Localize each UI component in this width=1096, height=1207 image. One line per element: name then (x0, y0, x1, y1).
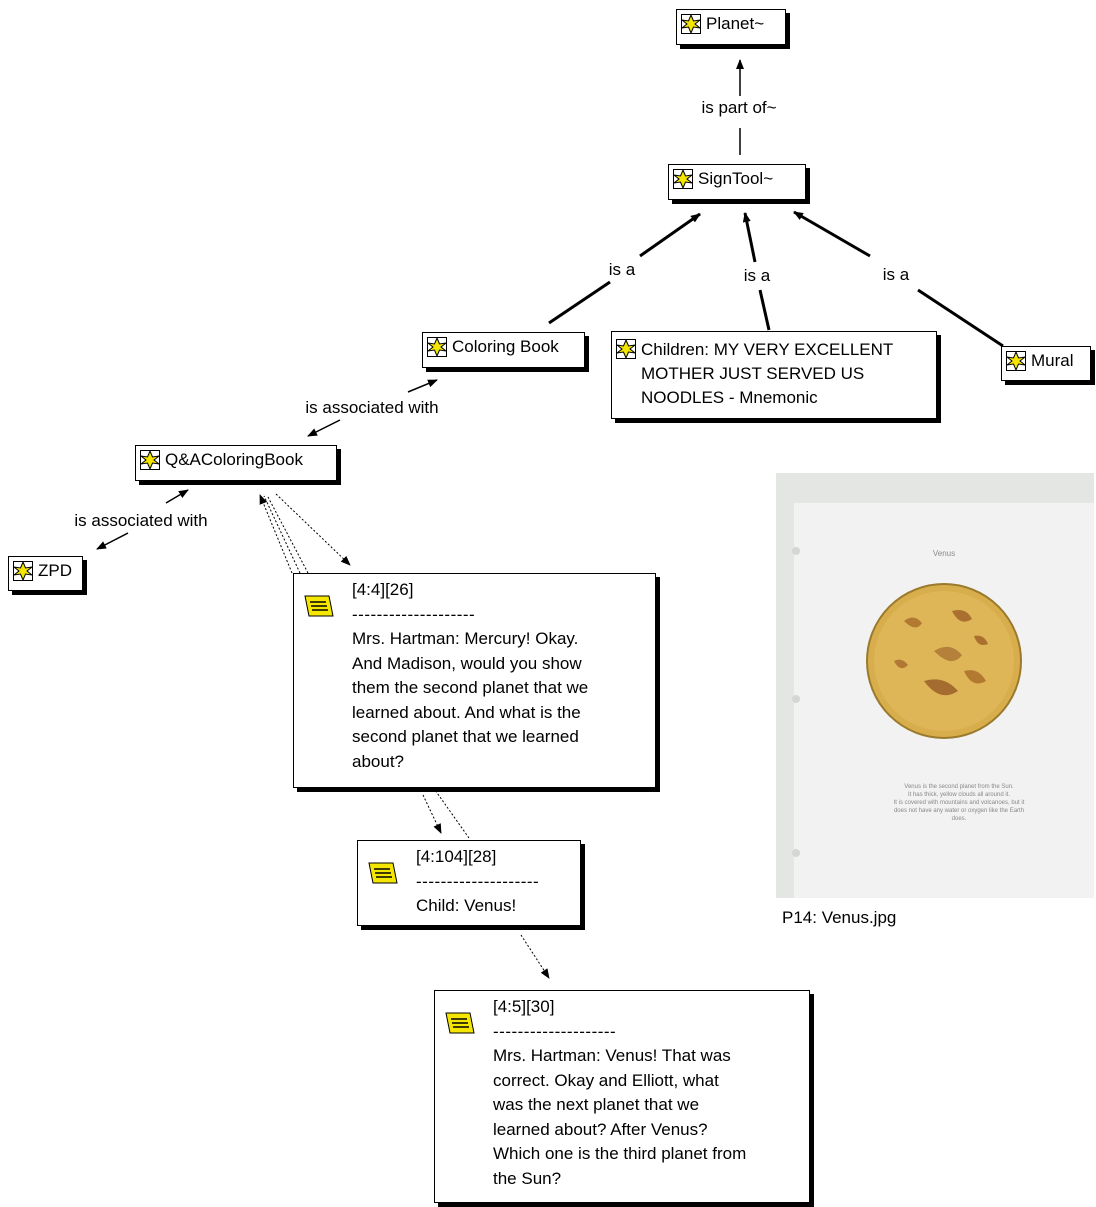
quotation-line: And Madison, would you show (352, 653, 582, 673)
link-qa-zpd-head (165, 489, 189, 504)
punch-hole (792, 695, 800, 703)
link-coloringbook-signtool (548, 280, 611, 325)
quotation-line: learned about? After Venus? (493, 1119, 708, 1139)
quotation-line: correct. Okay and Elliott, what (493, 1070, 719, 1090)
link-mural-signtool-head (793, 210, 871, 258)
quotation-line: Which one is the third planet from (493, 1144, 747, 1163)
memo-note-icon (368, 862, 398, 884)
code-node-signtool[interactable]: SignTool~ (668, 164, 806, 200)
quotation-id: [4:4][26] (352, 580, 414, 599)
relation-label-is-associated-with: is associated with (72, 511, 210, 531)
coloring-page: Venus Venus is the second planet from th… (792, 503, 1094, 898)
code-node-mural[interactable]: Mural (1001, 346, 1091, 381)
coloring-page-title: Venus (932, 549, 956, 558)
venus-image[interactable]: Venus Venus is the second planet from th… (776, 473, 1094, 898)
quotation-node-4-4[interactable]: [4:4][26] -------------------- Mrs. Hart… (293, 573, 656, 788)
quotation-separator: -------------------- (493, 1021, 617, 1041)
quotation-line: about? (352, 751, 404, 771)
node-label: Planet~ (706, 14, 765, 33)
code-star-icon (673, 169, 693, 189)
link-memo2-memo3 (520, 934, 550, 979)
link-children-signtool-head (742, 212, 757, 263)
relation-label-is-part-of: is part of~ (699, 98, 779, 118)
code-node-children-mnemonic[interactable]: Children: MY VERY EXCELLENT MOTHER JUST … (611, 331, 937, 419)
quotation-line: the Sun? (493, 1168, 562, 1188)
node-label: Mural (1031, 351, 1074, 370)
link-mural-signtool (917, 288, 1004, 348)
link-qa-zpd-tail (96, 532, 129, 550)
relation-label-is-a: is a (741, 266, 773, 286)
node-label: SignTool~ (698, 169, 774, 188)
coloring-page-text-line: does. (951, 816, 967, 822)
quotation-separator: -------------------- (352, 604, 476, 624)
quotation-line: Child: Venus! (416, 896, 517, 915)
quotation-line: them the second planet that we (352, 678, 589, 697)
code-node-coloring-book[interactable]: Coloring Book (422, 332, 585, 368)
node-label: ZPD (38, 561, 72, 580)
link-memo2-memo1 (434, 789, 470, 839)
code-star-icon (140, 450, 160, 470)
relation-label-is-a: is a (880, 265, 912, 285)
code-star-icon (616, 339, 636, 359)
node-label: Children: MY VERY EXCELLENT MOTHER JUST … (641, 340, 893, 407)
code-node-qa-coloring-book[interactable]: Q&AColoringBook (135, 445, 337, 481)
coloring-page-text-line: It is covered with mountains and volcano… (893, 800, 1025, 806)
link-memo1-qa-b (263, 495, 301, 574)
quotation-separator: -------------------- (416, 871, 540, 891)
link-qa-coloringbook-tail (307, 419, 341, 437)
venus-drawing (866, 583, 1022, 739)
relation-label-is-associated-with: is associated with (303, 398, 441, 418)
relation-label-is-a: is a (606, 260, 638, 280)
punch-hole (792, 547, 800, 555)
code-star-icon (1006, 351, 1026, 371)
quotation-line: second planet that we learned (352, 727, 579, 746)
coloring-page-text-line: Venus is the second planet from the Sun. (904, 784, 1014, 790)
code-node-zpd[interactable]: ZPD (8, 556, 83, 591)
quotation-line: was the next planet that we (493, 1095, 700, 1114)
node-label: Q&AColoringBook (165, 450, 303, 469)
code-star-icon (681, 14, 701, 34)
link-qa-memo1 (275, 493, 351, 566)
quotation-id: [4:104][28] (416, 847, 497, 866)
quotation-id: [4:5][30] (493, 997, 555, 1016)
link-children-signtool (758, 289, 771, 331)
memo-note-icon (445, 1012, 475, 1034)
quotation-line: Mrs. Hartman: Venus! That was (493, 1046, 731, 1065)
quotation-line: learned about. And what is the (352, 702, 581, 722)
code-node-planet[interactable]: Planet~ (676, 9, 786, 45)
node-label: Coloring Book (452, 337, 559, 356)
quotation-node-4-5[interactable]: [4:5][30] -------------------- Mrs. Hart… (434, 990, 810, 1203)
coloring-page-text-line: does not have any water or oxygen like t… (893, 808, 1025, 814)
quotation-line: Mrs. Hartman: Mercury! Okay. (352, 629, 579, 648)
punch-hole (792, 849, 800, 857)
code-star-icon (13, 561, 33, 581)
link-qa-coloringbook-head (407, 379, 438, 393)
link-coloringbook-signtool-head (639, 212, 701, 258)
image-caption: P14: Venus.jpg (782, 908, 897, 927)
link-memo1-memo2 (422, 794, 442, 834)
code-star-icon (427, 337, 447, 357)
quotation-node-4-104[interactable]: [4:104][28] -------------------- Child: … (357, 840, 581, 926)
coloring-page-text-line: It has thick, yellow clouds all around i… (907, 792, 1011, 798)
link-memo1-qa-c (267, 496, 309, 574)
coloring-page-text: Venus is the second planet from the Sun.… (834, 783, 1084, 823)
memo-note-icon (304, 595, 334, 617)
